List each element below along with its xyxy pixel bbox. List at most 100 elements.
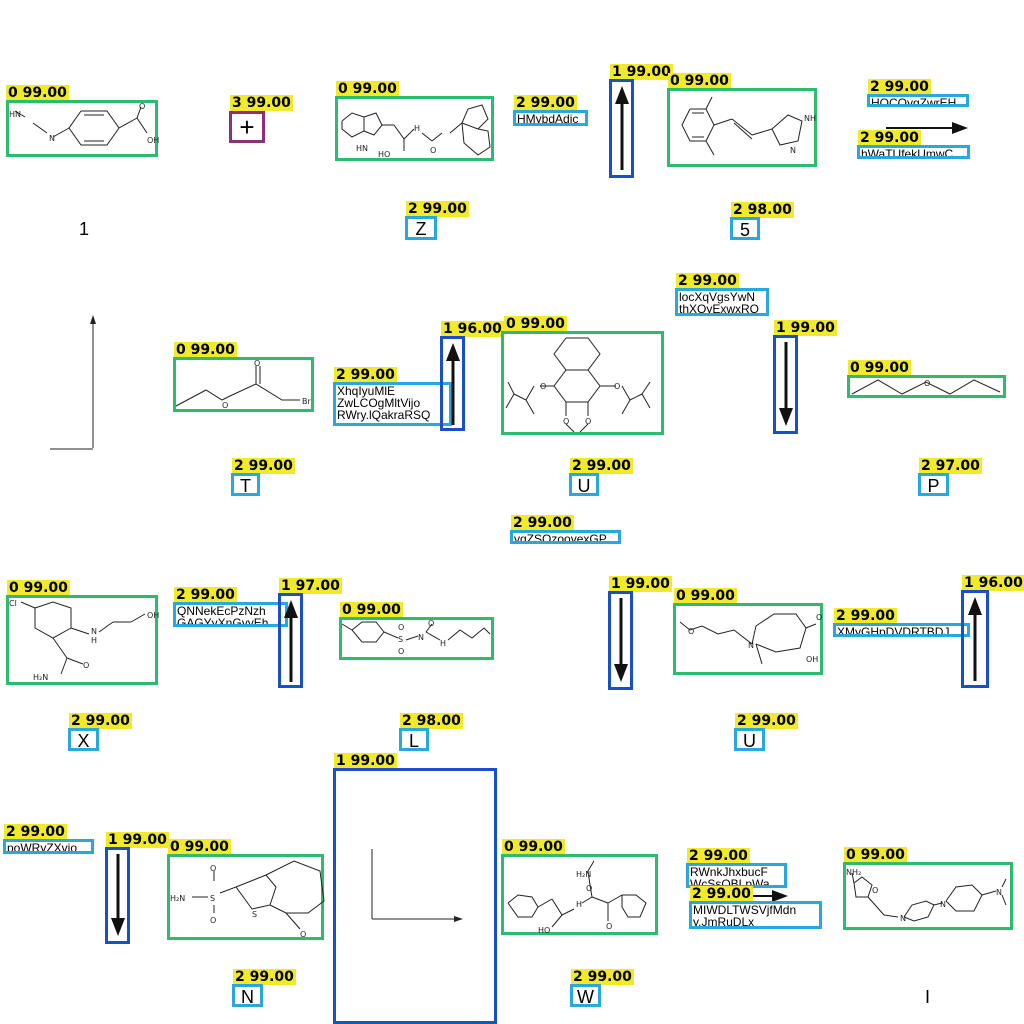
mol-label: 0 99.00 (168, 839, 231, 855)
text-label: 2 99.00 (676, 273, 739, 289)
text-content: MIWDLTWSVjfMdn y.JmRuDLx (693, 904, 797, 926)
text-content: RWnkJhxbucF WcSsQBLpWa (690, 866, 770, 885)
mol-label: 0 99.00 (174, 342, 237, 358)
letter-label: 2 99.00 (570, 458, 633, 474)
letter-box: Z (405, 216, 437, 240)
atom-label: OH (806, 655, 818, 664)
text-box: locXqVgsYwN thXQyExwxRQ (675, 288, 769, 316)
up-arrow-icon (968, 597, 982, 681)
symbol-label: 3 99.00 (230, 95, 293, 111)
letter-label: 2 98.00 (731, 202, 794, 218)
vinyl-imidazole-structure: NH N (681, 96, 816, 156)
text-box: hWaTUfekUmwC (857, 145, 970, 159)
atom-label: N (940, 900, 946, 909)
text-content: HQCQygZwrEH (871, 97, 957, 104)
letter-box: U (734, 728, 765, 751)
atom-label: Cl (9, 599, 17, 608)
letter-label: 2 99.00 (69, 713, 132, 729)
atom-label: O (924, 379, 930, 388)
mol-label: 0 99.00 (504, 316, 567, 332)
mol-label: 0 99.00 (674, 588, 737, 604)
atom-label: N (418, 633, 424, 642)
molecule-box: NH N (667, 88, 817, 167)
axes-sketch (50, 315, 96, 450)
azide-benzoic-acid-structure: N HN O OH (9, 102, 159, 146)
atom-label: O (430, 146, 436, 155)
text-content: XMyGHpDVDRTBDJ (837, 626, 950, 634)
atom-label: H (576, 900, 582, 909)
letter-label: 2 97.00 (919, 458, 982, 474)
text-content: poWRyZXvjo (7, 842, 78, 851)
arrow-label: 1 99.00 (106, 832, 169, 848)
text-label: 2 99.00 (687, 848, 750, 864)
atom-label: O (398, 623, 404, 632)
letter-text: P (927, 476, 940, 496)
text-box: RWnkJhxbucF WcSsQBLpWa (686, 863, 787, 888)
molecule-box: HO H₂N O O H (501, 854, 658, 935)
letter-label: 2 99.00 (232, 458, 295, 474)
mol-label: 0 99.00 (336, 81, 399, 97)
atom-label: O (688, 627, 694, 636)
arrow-label: 1 97.00 (279, 578, 342, 594)
atom-label: Br (302, 397, 311, 406)
dipropyl-ether-structure: O (851, 379, 1001, 395)
piperazine-nitrophenyl-structure: NH₂ O N N N (846, 868, 1007, 923)
text-label: 2 99.00 (858, 130, 921, 146)
phenylalanine-dipeptide-structure: HO H₂N O O H (507, 860, 647, 935)
text-label: 2 99.00 (174, 587, 237, 603)
arrow-box (278, 593, 303, 688)
up-arrow-icon (284, 600, 298, 682)
letter-text: U (577, 476, 591, 496)
atom-label: H₂N (170, 894, 185, 903)
letter-label: 2 99.00 (233, 969, 296, 985)
letter-label: 2 99.00 (735, 713, 798, 729)
atom-label: S (252, 910, 257, 919)
arrow-label: 1 99.00 (774, 320, 837, 336)
atom-label: O (83, 661, 89, 670)
atom-label: HO (378, 150, 390, 159)
text-box: XMyGHpDVDRTBDJ (833, 623, 970, 637)
atom-label: O (398, 647, 404, 656)
text-content: vqZSQzooyexGP (514, 533, 607, 541)
atom-label: N (900, 914, 906, 923)
ethyl-bromoacetate-structure: O O Br (175, 359, 311, 410)
text-label: 2 99.00 (4, 824, 67, 840)
atom-label: N (996, 888, 1002, 897)
right-arrow-icon (886, 122, 968, 134)
atom-label: S (210, 894, 215, 903)
text-label: 2 99.00 (834, 608, 897, 624)
molecule-box: S S O O H₂N O (167, 854, 325, 940)
atom-label: S (398, 635, 403, 644)
letter-box: L (399, 728, 429, 751)
atom-label: O (222, 401, 228, 410)
atom-label: O (254, 359, 260, 368)
letter-text: W (577, 987, 594, 1007)
arrow-label: 1 99.00 (334, 753, 397, 769)
atom-label: O (606, 922, 612, 931)
arrow-box (961, 590, 989, 688)
atom-label: OH (147, 136, 159, 145)
atom-label: O (614, 382, 620, 391)
text-box: HQCQygZwrEH (867, 94, 969, 107)
text-label: 2 99.00 (334, 367, 397, 383)
text-label: 2 99.00 (514, 95, 577, 111)
text-label: 2 99.00 (868, 79, 931, 95)
letter-text: L (408, 731, 419, 751)
atom-label: H (91, 636, 97, 645)
mol-label: 0 99.00 (844, 847, 907, 863)
axes-region-box (333, 768, 497, 1024)
letter-box: 5 (730, 217, 760, 240)
molecule-box: O O O O (501, 331, 664, 435)
mol-label: 0 99.00 (6, 85, 69, 101)
text-label: 2 99.00 (690, 886, 753, 902)
atom-label: H (440, 639, 446, 648)
letter-box: U (569, 473, 599, 496)
letter-label: 2 98.00 (400, 713, 463, 729)
arrow-box (440, 336, 465, 431)
plus-symbol-box: + (229, 111, 265, 143)
mol-label: 0 99.00 (502, 839, 565, 855)
atom-label: HO (538, 926, 550, 935)
mol-label: 0 99.00 (340, 602, 403, 618)
letter-text: 5 (739, 220, 750, 240)
